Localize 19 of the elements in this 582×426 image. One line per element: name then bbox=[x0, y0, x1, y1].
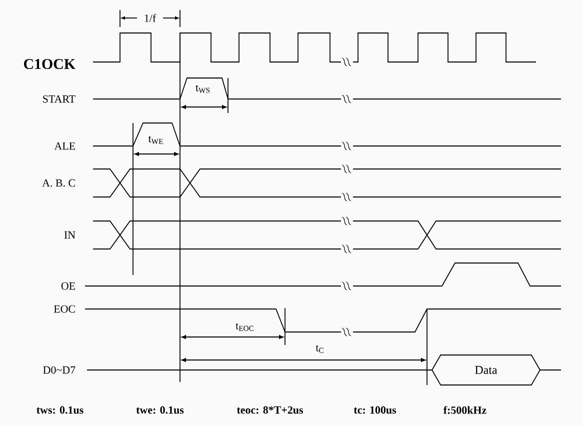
footnote: teoc: 8*T+2us bbox=[236, 406, 303, 414]
signal-name: OE bbox=[61, 282, 75, 290]
footnote: tws: 0.1us bbox=[36, 406, 84, 414]
timing-label: t$_{C}$ bbox=[314, 344, 326, 354]
timing-label: t$_{WE}$ bbox=[147, 135, 165, 145]
signal-name: START bbox=[43, 95, 76, 103]
signal-name: EOC bbox=[54, 305, 75, 313]
timing-label: 1/f bbox=[142, 13, 158, 23]
footnote: tc: 100us bbox=[354, 406, 396, 414]
signal-name: IN bbox=[64, 231, 76, 239]
footnote: twe: 0.1us bbox=[136, 406, 184, 414]
timing-label: t$_{WS}$ bbox=[194, 84, 212, 94]
signal-name: A. B. C bbox=[42, 179, 75, 187]
signal-name: ALE bbox=[54, 142, 75, 150]
signal-name: C1OCK bbox=[24, 59, 76, 70]
footnote: f:500kHz bbox=[443, 406, 486, 414]
signal-name: D0~D7 bbox=[43, 366, 76, 374]
timing-label: t$_{EOC}$ bbox=[234, 322, 256, 332]
data-bus-hexagon: Data bbox=[431, 354, 541, 386]
